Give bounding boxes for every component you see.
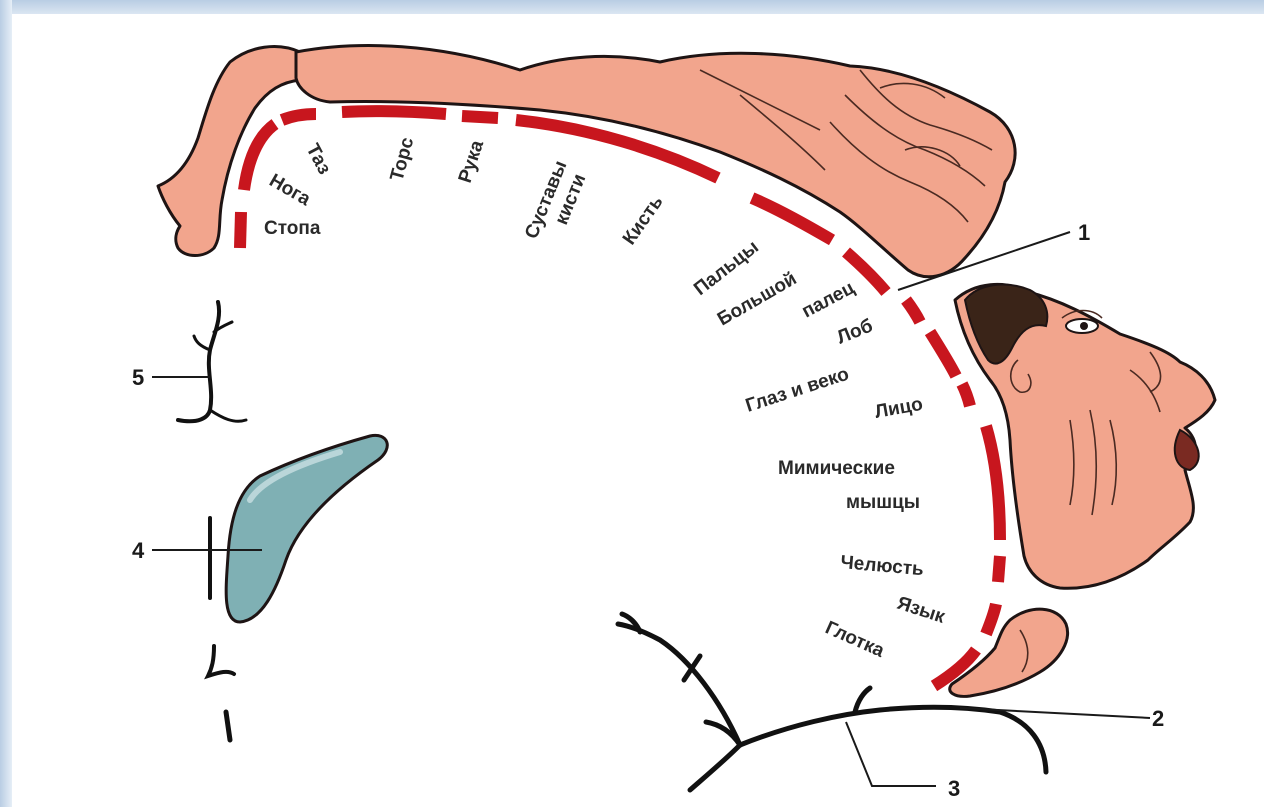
label-mimic-1: Мимические [778,458,895,479]
strip-seg-7 [752,198,832,240]
homunculus-mouth [1175,430,1199,470]
structure-5-branch-c [194,336,210,350]
label-arm: Рука [455,137,488,185]
strip-seg-3 [282,114,316,120]
label-mimic-2: мышцы [846,492,920,513]
strip-seg-12 [986,426,1000,540]
callout-1: 1 [1078,220,1090,245]
strip-seg-4 [342,111,446,114]
callout-2-line [960,708,1150,718]
nerve-branch-e [855,688,870,712]
structure-4-small-a [208,646,234,676]
structure-4-small-b [226,712,230,740]
left-structure-5 [178,302,246,421]
homunculus-pupil [1080,322,1088,330]
label-eye-eyelid: Глаз и веко [743,364,851,417]
strip-seg-13 [998,556,1000,582]
label-tongue: Язык [894,593,947,628]
homunculus-body [158,46,1015,277]
callout-3: 3 [948,776,960,801]
strip-seg-9 [906,300,920,322]
left-structure-4 [208,435,387,740]
callout-2: 2 [1152,706,1164,731]
label-face: Лицо [873,394,924,423]
nerve-main [740,707,1000,745]
strip-seg-14 [986,604,996,634]
label-foot: Стопа [264,218,321,239]
structure-5-stem [178,302,219,421]
label-pharynx: Глотка [822,617,888,662]
callout-4: 4 [132,538,145,563]
label-torso: Торс [387,135,419,184]
strip-seg-10 [930,332,956,376]
label-pelvis: Таз [302,140,335,178]
strip-seg-1 [240,212,241,248]
callout-5: 5 [132,365,144,390]
nerve-branch-c [690,745,740,790]
label-forehead: Лоб [834,315,876,348]
label-thumb-2: палец [798,277,858,322]
label-hand: Кисть [619,192,668,249]
label-leg: Нога [266,170,315,210]
nerve-branch-f [1000,712,1046,772]
structure-5-branch-a [210,410,246,421]
strip-seg-5 [462,116,498,118]
strip-seg-11 [962,384,970,406]
callout-3-line [846,722,936,786]
label-jaw: Челюсть [840,552,925,580]
